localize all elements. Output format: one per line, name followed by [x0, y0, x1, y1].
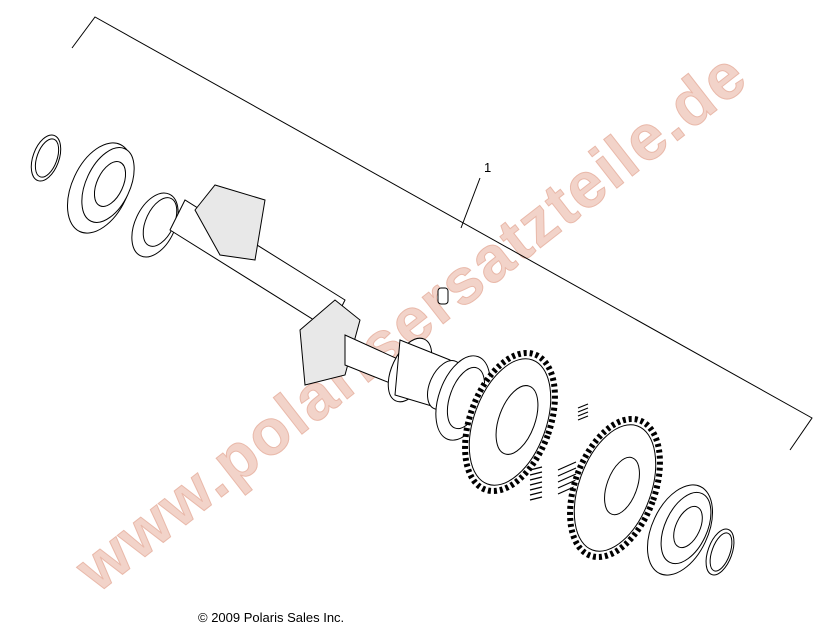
callout-label: 1	[484, 160, 492, 175]
gear-2	[567, 415, 663, 561]
circlip-right	[705, 528, 735, 576]
assembly-bracket-line	[71, 16, 813, 451]
copyright-text: © 2009 Polaris Sales Inc.	[198, 610, 345, 625]
crankshaft	[131, 184, 463, 411]
bearing-left	[67, 142, 135, 234]
pin	[437, 287, 449, 305]
callout-leader-line	[460, 177, 481, 229]
circlip-left	[30, 134, 62, 182]
gear-1	[462, 349, 558, 495]
spring-small	[529, 403, 589, 501]
bearing-right	[647, 484, 713, 576]
